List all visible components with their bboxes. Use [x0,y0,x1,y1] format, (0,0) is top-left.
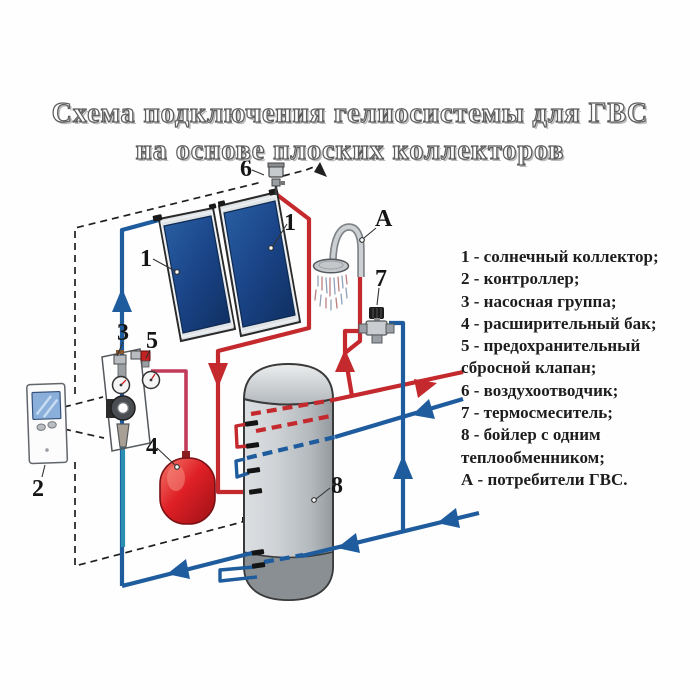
collector-right [217,190,302,338]
cold-riser-to-mixer [389,320,406,533]
label-collector-left: 1 [140,246,152,272]
flow-arrow-up-riser [112,288,132,312]
legend-item-mixer: 7 - термосмеситель; [461,403,613,423]
pump-isolation-valve [113,354,127,365]
cold-internal-bottom [263,552,304,565]
collector-connectors [152,188,279,222]
collector-left [157,206,237,343]
legend-item-air-vent: 6 - воздухоотводчик; [461,380,619,400]
flow-arrow-cold-mid [412,399,435,419]
solar-return-bottom-line [121,550,253,589]
shower-feed-pipe [343,276,363,355]
flow-arrow-cold-main-right [437,508,460,528]
legend-item-safety-valve: 5 - предохранительный [461,336,641,356]
dhw-supply-line [332,369,464,403]
flow-arrow-return [167,559,190,579]
controller [26,382,69,465]
air-vent-cap [267,162,285,168]
hot-port-loop [234,422,249,449]
shower-spray [314,274,348,311]
legend-item-consumers: А - потребители ГВС. [461,469,628,489]
pump-wire-upper [63,396,104,408]
expansion-tank [159,451,216,525]
label-consumers: А [375,206,393,232]
mixer-valve [358,307,395,344]
controller-button-left [36,423,46,431]
expansion-tank-body [159,457,216,525]
dhw-internal-upper [250,397,334,417]
solar-return-pipe [112,217,160,586]
tank-dome [242,362,335,406]
pump-group [101,348,161,452]
label-air-vent: 6 [240,156,252,182]
pump-wire-lower [63,428,105,439]
flow-arrow-to-mixer [335,349,355,372]
legend-item-collector: 1 - солнечный коллектор; [461,247,659,266]
mixer-right-port [385,323,395,334]
controller-button-right [47,421,57,429]
cold-feed-mid-line [334,396,464,440]
boiler-tank [242,362,335,602]
expansion-tank-pipe [151,369,188,455]
legend: 1 - солнечный коллектор; 2 - контроллер;… [461,246,699,491]
tank-rim [243,398,334,406]
legend-item-safety-valve-2: сбросной клапан; [461,358,597,378]
collector-sensor-wire [74,181,263,394]
legend-item-boiler-2: теплообменником; [461,447,605,467]
mixer-bottom-port [371,334,383,344]
tank-internal-piping [218,397,336,583]
tank-ports [244,420,266,569]
air-vent-lower-fitting [271,178,281,187]
flow-arrow-cold-main-left [337,533,360,553]
air-vent [267,162,285,195]
pump-filter [116,423,130,448]
label-expansion-tank: 4 [146,434,158,460]
dhw-internal-lower [255,413,332,434]
legend-item-expansion-tank: 4 - расширительный бак; [461,313,657,333]
callouts: 1 1 2 3 4 5 6 7 8 А [32,156,393,503]
title-line-1: Схема подключения гелиосистемы для ГВС [51,97,649,129]
cold-port-loop [234,457,250,479]
bottom-port-loop [218,565,258,583]
legend-item-boiler: 8 - бойлер с одним [461,425,601,445]
flow-arrow-down-hot [208,363,228,388]
shower [312,223,365,311]
solar-hot-pipe [208,192,312,495]
legend-item-pump-group: 3 - насосная группа; [461,291,617,311]
flow-arrow-cold-riser [393,455,413,479]
legend-item-controller: 2 - контроллер; [461,269,580,289]
cold-main-line [301,320,480,559]
flow-arrow-dhw-out [414,379,437,398]
tank-sensor-wire [74,462,247,568]
label-controller: 2 [32,476,44,502]
sensor-wire-arrowhead [314,162,327,177]
label-safety-valve: 5 [146,328,158,354]
title-line-2: на основе плоских коллекторов [135,134,565,166]
page-title: Схема подключения гелиосистемы для ГВС н… [0,95,700,169]
label-pump-group: 3 [117,320,129,346]
mixer-left-port [358,323,368,334]
pump-group-frame [101,348,151,452]
label-boiler: 8 [331,473,343,499]
label-collector-right: 1 [284,210,296,236]
mixer-hot-feed [335,276,368,397]
label-mixer: 7 [375,266,387,292]
mixer-body [365,320,388,336]
